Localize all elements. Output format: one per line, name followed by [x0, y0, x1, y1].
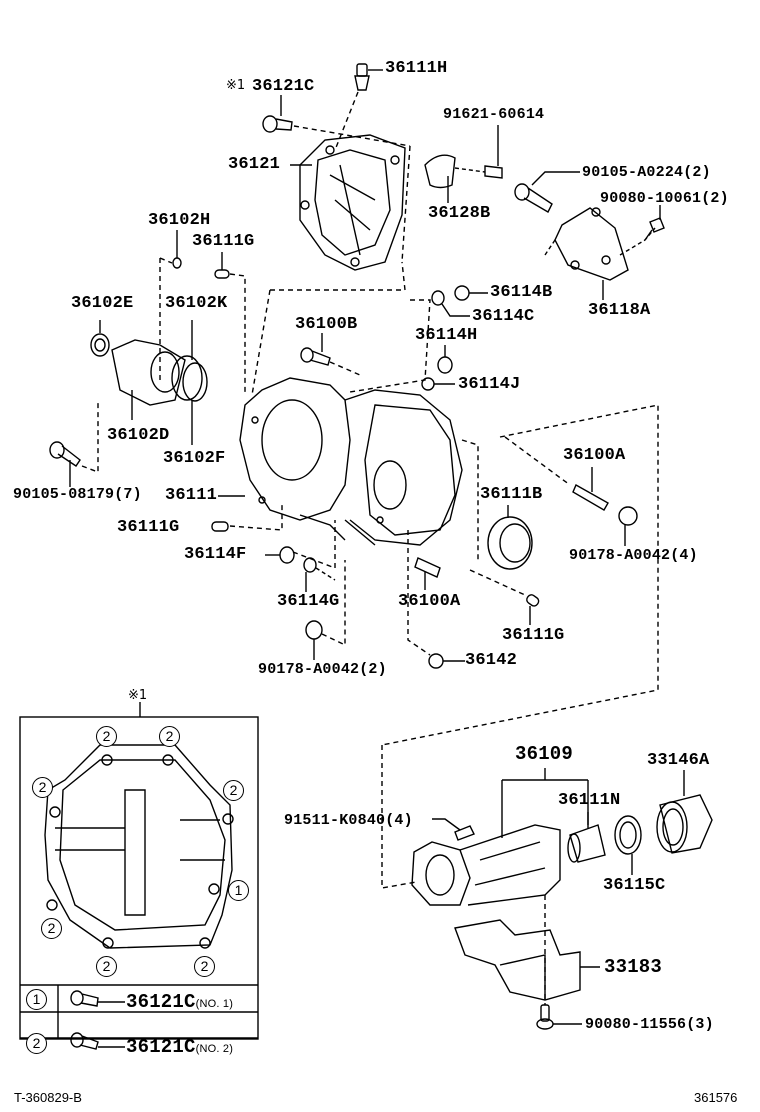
label-90105-A0224[interactable]: 90105-A0224(2) — [582, 164, 711, 181]
footer-diagram-code: T-360829-B — [14, 1090, 82, 1105]
label-36102H[interactable]: 36102H — [148, 211, 211, 230]
label-36111H[interactable]: 36111H — [385, 59, 448, 78]
label-36114G[interactable]: 36114G — [277, 592, 340, 611]
label-91511-K0840[interactable]: 91511-K0840(4) — [284, 812, 413, 829]
label-36102F[interactable]: 36102F — [163, 449, 226, 468]
label-36114H[interactable]: 36114H — [415, 326, 478, 345]
label-36118A[interactable]: 36118A — [588, 301, 651, 320]
label-36102K[interactable]: 36102K — [165, 294, 228, 313]
note-marker-1: ※1 — [226, 78, 246, 93]
legend-part-2[interactable]: 36121C(NO. 2) — [126, 1038, 233, 1058]
stud-36100A-mid — [407, 530, 441, 656]
pin-36111G-top — [214, 252, 246, 395]
label-90080-11556[interactable]: 90080-11556(3) — [585, 1016, 714, 1033]
label-36128B[interactable]: 36128B — [428, 204, 491, 223]
inset-box — [19, 702, 259, 1040]
bolt-90080-10061 — [644, 205, 665, 241]
legend-marker-2: 2 — [26, 1033, 47, 1054]
label-90080-10061[interactable]: 90080-10061(2) — [600, 190, 729, 207]
bracket-36128B — [424, 125, 503, 203]
bolt-90105-A0224 — [514, 171, 580, 213]
mount-33183 — [454, 895, 600, 1005]
label-36115C[interactable]: 36115C — [603, 876, 666, 895]
plug-36142 — [428, 653, 465, 669]
label-90178-A0042-2[interactable]: 90178-A0042(2) — [258, 661, 387, 678]
label-36102E[interactable]: 36102E — [71, 294, 134, 313]
legend-bolt-2 — [70, 1032, 125, 1050]
inset-cover-drawing — [44, 744, 234, 949]
label-36109[interactable]: 36109 — [515, 743, 574, 765]
label-36111G-right[interactable]: 36111G — [502, 626, 565, 645]
gasket-36114G — [303, 557, 336, 592]
pin-36111G-right — [469, 569, 540, 625]
legend-marker-1: 1 — [26, 989, 47, 1010]
oil-seal-36111B — [487, 505, 533, 570]
label-36111G-left[interactable]: 36111G — [117, 518, 180, 537]
adapter-housing — [411, 824, 561, 906]
label-90105-08179[interactable]: 90105-08179(7) — [13, 486, 142, 503]
label-36121C[interactable]: 36121C — [252, 77, 315, 96]
label-90178-A0042-4[interactable]: 90178-A0042(4) — [569, 547, 698, 564]
label-36111G-top[interactable]: 36111G — [192, 232, 255, 251]
footer-figure-number: 361576 — [694, 1090, 738, 1105]
legend-part-1[interactable]: 36121C(NO. 1) — [126, 993, 233, 1013]
legend-bolt-1 — [70, 990, 125, 1007]
bolt-marker: 2 — [41, 918, 62, 939]
label-36111N[interactable]: 36111N — [558, 791, 621, 810]
plug-36114H — [437, 345, 453, 374]
bearing-36115C — [614, 815, 642, 875]
bracket-36118A — [544, 207, 656, 300]
gasket-36114J — [421, 377, 455, 391]
bearing-33146A — [656, 770, 713, 854]
label-33183[interactable]: 33183 — [604, 956, 663, 978]
label-33146A[interactable]: 33146A — [647, 751, 710, 770]
inset-note-marker: ※1 — [128, 688, 148, 703]
bolt-marker: 1 — [228, 880, 249, 901]
oring-36102H — [159, 230, 182, 380]
label-36142[interactable]: 36142 — [465, 651, 518, 670]
bolt-marker: 2 — [96, 726, 117, 747]
nut-90178-4 — [618, 506, 638, 546]
bolt-36121C — [262, 95, 411, 263]
nut-90178-2 — [305, 560, 346, 660]
label-36114B[interactable]: 36114B — [490, 283, 553, 302]
label-36102D[interactable]: 36102D — [107, 426, 170, 445]
transfer-case-36111 — [218, 377, 463, 546]
label-36111[interactable]: 36111 — [165, 486, 218, 505]
legend-part-1-suffix: (NO. 1) — [195, 998, 234, 1010]
bolt-marker: 2 — [32, 777, 53, 798]
sleeve-36111N — [567, 812, 606, 863]
label-36114F[interactable]: 36114F — [184, 545, 247, 564]
rear-cover-36121 — [299, 134, 406, 271]
plug-36114F — [265, 520, 336, 570]
stud-36100A-right — [504, 436, 609, 511]
label-36100B[interactable]: 36100B — [295, 315, 358, 334]
bolt-marker: 2 — [194, 956, 215, 977]
pin-36111G-left — [211, 505, 283, 532]
label-91621-60614[interactable]: 91621-60614 — [443, 106, 545, 123]
legend-part-2-number: 36121C — [126, 1036, 196, 1058]
label-36114C[interactable]: 36114C — [472, 307, 535, 326]
label-36111B[interactable]: 36111B — [480, 485, 543, 504]
label-36100A-mid[interactable]: 36100A — [398, 592, 461, 611]
extension-housing-36102 — [90, 320, 208, 445]
label-36114J[interactable]: 36114J — [458, 375, 521, 394]
bolt-marker: 2 — [159, 726, 180, 747]
legend-part-2-suffix: (NO. 2) — [195, 1043, 234, 1055]
plug-36114B — [454, 285, 488, 301]
bolt-36100B — [300, 333, 361, 376]
bolt-marker: 2 — [223, 780, 244, 801]
bolt-91511 — [432, 818, 475, 841]
label-36100A-right[interactable]: 36100A — [563, 446, 626, 465]
label-36121[interactable]: 36121 — [228, 155, 281, 174]
legend-part-1-number: 36121C — [126, 991, 196, 1013]
bolt-marker: 2 — [96, 956, 117, 977]
bolt-90105-08179 — [49, 400, 99, 487]
breather-plug-36111H — [334, 63, 383, 151]
bolt-90080-11556 — [536, 1004, 582, 1030]
gasket-36114C — [431, 290, 470, 317]
